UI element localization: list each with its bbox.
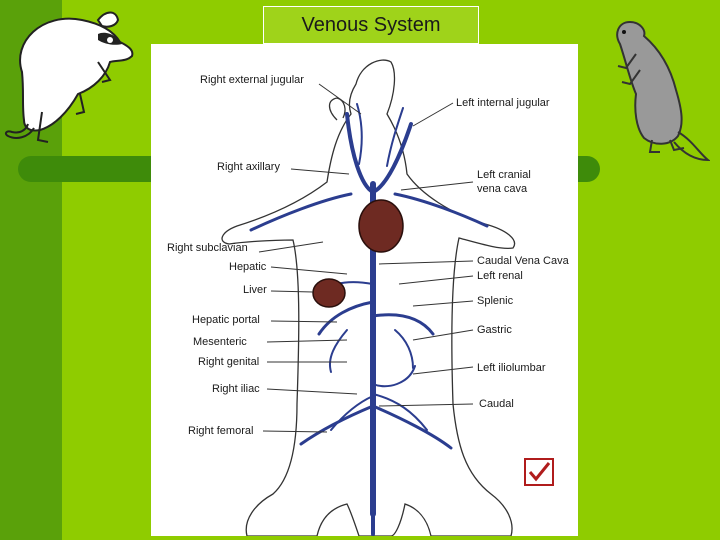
- label-left-iliolumbar: Left iliolumbar: [477, 362, 546, 374]
- label-right-iliac: Right iliac: [212, 383, 260, 395]
- label-right-axillary: Right axillary: [217, 161, 280, 173]
- diagram-panel: Right external jugular Right axillary Ri…: [151, 44, 578, 536]
- label-vena-cava: vena cava: [477, 183, 528, 195]
- label-left-renal: Left renal: [477, 270, 523, 282]
- gray-rat-icon: [616, 20, 710, 162]
- label-mesenteric: Mesenteric: [193, 336, 247, 348]
- white-rat-icon: [4, 11, 134, 143]
- label-right-external-jugular: Right external jugular: [200, 74, 304, 86]
- label-right-genital: Right genital: [198, 356, 260, 368]
- checkbox-checked-icon[interactable]: [524, 458, 554, 486]
- rat-venous-diagram: [221, 59, 516, 536]
- label-right-subclavian: Right subclavian: [167, 242, 248, 254]
- label-caudal-vena-cava: Caudal Vena Cava: [477, 255, 569, 267]
- checkmark-icon: [528, 462, 551, 482]
- slide-title: Venous System: [263, 6, 479, 44]
- label-hepatic-portal: Hepatic portal: [192, 314, 260, 326]
- label-hepatic: Hepatic: [229, 261, 267, 273]
- label-left-cranial: Left cranial: [477, 169, 531, 181]
- label-liver: Liver: [243, 284, 267, 296]
- label-splenic: Splenic: [477, 295, 514, 307]
- label-right-femoral: Right femoral: [188, 425, 254, 437]
- label-gastric: Gastric: [477, 324, 512, 336]
- label-left-internal-jugular: Left internal jugular: [456, 97, 550, 109]
- label-caudal: Caudal: [479, 398, 514, 410]
